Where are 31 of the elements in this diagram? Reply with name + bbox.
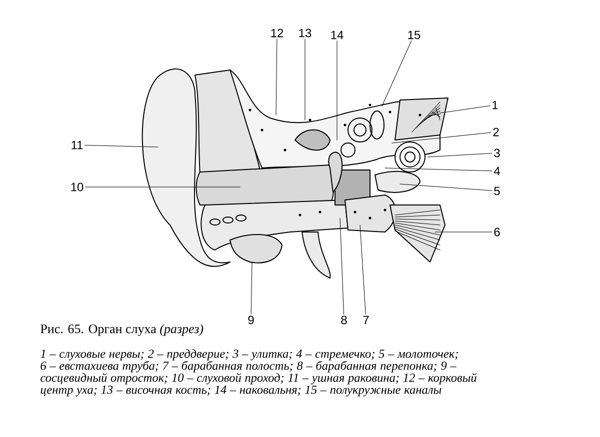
figure-title: Рис. 65. Орган слуха (разрез) [40,324,204,336]
callout-number: 8 [341,316,347,324]
leader-line [384,168,492,172]
leader-line [250,262,252,314]
leader-line [392,132,492,144]
callout-number: 2 [493,128,499,136]
callout-number: 10 [71,182,84,192]
leader-line [360,224,366,314]
leader-line [400,184,492,191]
leader-line [84,144,158,148]
callout-number: 13 [299,28,312,38]
callout-number: 4 [494,166,500,176]
leader-line [382,40,412,106]
callout-number: 11 [72,140,83,150]
callout-number: 3 [494,148,500,158]
callout-number: 15 [408,30,420,40]
callout-number: 12 [271,28,284,38]
figure-caption: 1 – слуховые нервы; 2 – преддверие; 3 – улитка; 4 – стремечко; 5 – молоточек; 6 – евстахиева труба; 7 – барабанная полость; 8 – барабанная перепонка; 9 – сосцевидный отросток; 10 – слуховой проход; 11 – ушная раковина; 12 – корковый центр уха; 13 – височная кость; 14 – наковальня; 15 – полукружные каналы [40,349,477,396]
callout-number: 14 [331,30,344,40]
leader-line [440,105,490,114]
callout-number: 7 [363,316,369,324]
callout-number: 1 [492,100,498,110]
leader-line [85,186,240,188]
leader-line [304,38,306,120]
leader-line [428,153,492,158]
callout-number: 6 [494,228,500,236]
callout-number: 5 [494,186,500,196]
leader-line [336,40,338,140]
leader-line [276,38,278,116]
callout-number: 9 [248,316,254,324]
leader-line [340,218,344,314]
